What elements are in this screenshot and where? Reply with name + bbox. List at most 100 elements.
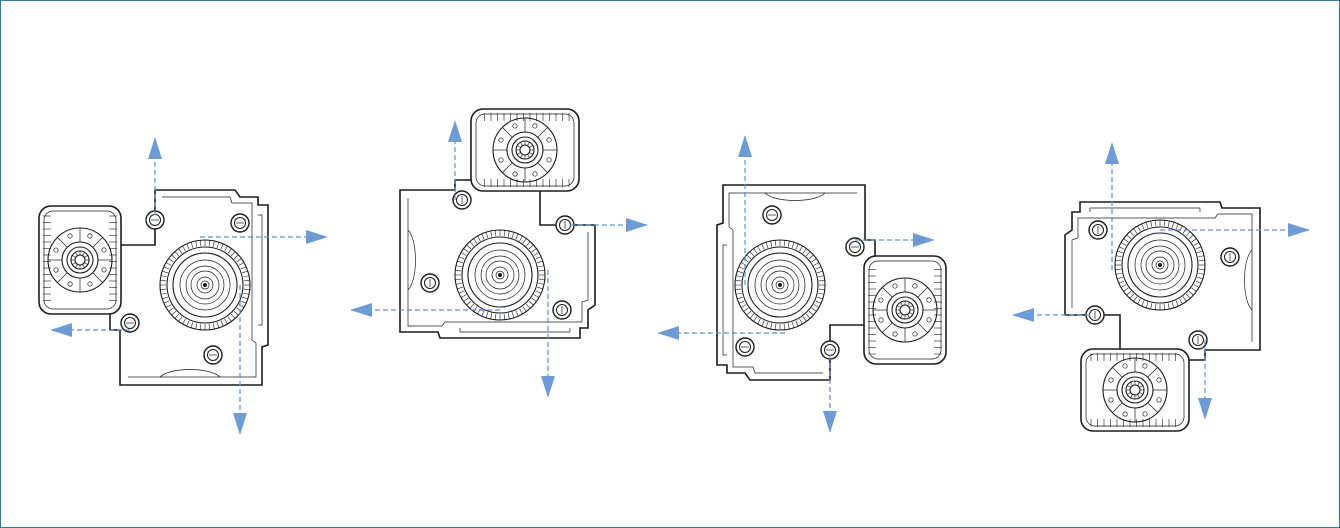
flange-hatch [774, 240, 777, 247]
output-shaft-ring [747, 252, 813, 318]
flange-hatch [1196, 250, 1203, 254]
flange-hatch [469, 241, 475, 247]
flange-hatch [1171, 222, 1175, 229]
flange-bolt-hole [912, 283, 918, 289]
flange-hatch [1198, 255, 1205, 258]
shaft-spline [897, 312, 901, 315]
flange-hatch [485, 232, 489, 239]
flange-bolt-hole [1108, 397, 1114, 403]
flange-hatch [787, 240, 790, 247]
flange-hatch [165, 262, 172, 266]
output-shaft-ring [196, 276, 214, 294]
shaft-spline [75, 264, 78, 268]
output-shaft-ring [1145, 250, 1175, 280]
flange-hatch [1167, 220, 1170, 227]
flange-hatch [531, 297, 537, 302]
flange-hatch [178, 316, 183, 322]
flange-hatch [199, 323, 202, 330]
flange-hatch [220, 243, 224, 250]
output-shaft-ring [480, 255, 520, 295]
flange-spoke [57, 237, 68, 248]
flange-bolt-hole [512, 171, 518, 177]
shaft-spline [1139, 385, 1143, 388]
mounting-bolt-inner [739, 341, 751, 353]
motor-housing-inner [868, 260, 942, 360]
flange-hatch [816, 296, 823, 300]
housing-inner-edge [407, 198, 589, 327]
flange-bolt-hole [532, 171, 538, 177]
flange-hatch [1129, 293, 1135, 299]
flange-hatch [230, 313, 236, 319]
flange-hatch [1198, 259, 1205, 262]
flange-hatch [1137, 225, 1141, 232]
flange-hatch [735, 292, 742, 295]
flange-hatch [463, 248, 469, 253]
flange-hatch [224, 245, 228, 252]
flange-hatch [163, 300, 170, 304]
mounting-bolt-inner [234, 217, 246, 229]
mounting-bolt-inner [124, 317, 136, 329]
flange-bolt-hole [498, 137, 504, 143]
flange-spoke [92, 272, 103, 283]
axis-arrowhead [738, 135, 752, 157]
flange-hatch [749, 251, 755, 257]
shaft-spline [527, 142, 530, 146]
flange-hatch [511, 232, 515, 239]
flange-hatch [494, 230, 497, 237]
flange-bolt-hole [53, 267, 59, 273]
flange-hatch [208, 323, 211, 330]
flange-hatch [490, 313, 493, 320]
flange-bolt-hole [512, 123, 518, 129]
flange-bolt-hole [532, 123, 538, 129]
flange-hatch [805, 251, 811, 257]
flange-hatch [485, 311, 489, 318]
flange-hatch [162, 270, 169, 274]
flange-hatch [1117, 276, 1124, 280]
flange-bolt-hole [1122, 411, 1128, 417]
flange-spoke [502, 127, 513, 138]
flange-hatch [1133, 296, 1138, 302]
flange-hatch [227, 316, 232, 322]
motor-housing [1080, 348, 1190, 432]
flange-hatch [761, 320, 765, 327]
housing-foot-curve [159, 369, 221, 378]
flange-spoke [1147, 402, 1158, 413]
flange-hatch [224, 318, 228, 325]
flange-bolt-hole [878, 297, 884, 303]
flange-hatch [168, 258, 174, 263]
flange-hatch [1118, 246, 1125, 250]
flange-hatch [1123, 287, 1129, 292]
mounting-bolt-inner [207, 349, 219, 361]
flange-bolt-hole [1108, 377, 1114, 383]
flange-hatch [463, 297, 469, 302]
flange-hatch [533, 252, 540, 256]
flange-hatch [813, 262, 820, 266]
motor-shaft-ring [1121, 376, 1149, 404]
output-shaft-ring [1127, 232, 1193, 298]
flange-hatch [805, 313, 811, 319]
flange-hatch [1185, 293, 1191, 299]
flange-hatch [816, 270, 823, 274]
view-3 [657, 135, 947, 433]
flange-hatch [216, 242, 220, 249]
flange-hatch [240, 266, 247, 270]
shaft-spline [909, 305, 913, 308]
shaft-spline [1137, 394, 1140, 398]
flange-hatch [737, 296, 744, 300]
flange-hatch [535, 290, 542, 294]
flange-hatch [735, 279, 742, 282]
flange-hatch [519, 235, 523, 242]
flange-hatch [195, 240, 198, 247]
output-shaft-ring [166, 246, 244, 324]
flange-hatch [1179, 298, 1183, 305]
flange-hatch [240, 300, 247, 304]
motor-housing [863, 255, 947, 365]
flange-hatch [1193, 284, 1200, 288]
motor-housing-inner [1085, 353, 1185, 427]
flange-hatch [515, 233, 519, 240]
motor-housing [470, 108, 580, 192]
output-shaft-ring [461, 236, 539, 314]
flange-hatch [182, 245, 186, 252]
output-shaft-ring [491, 266, 509, 284]
shaft-spline [907, 314, 910, 318]
